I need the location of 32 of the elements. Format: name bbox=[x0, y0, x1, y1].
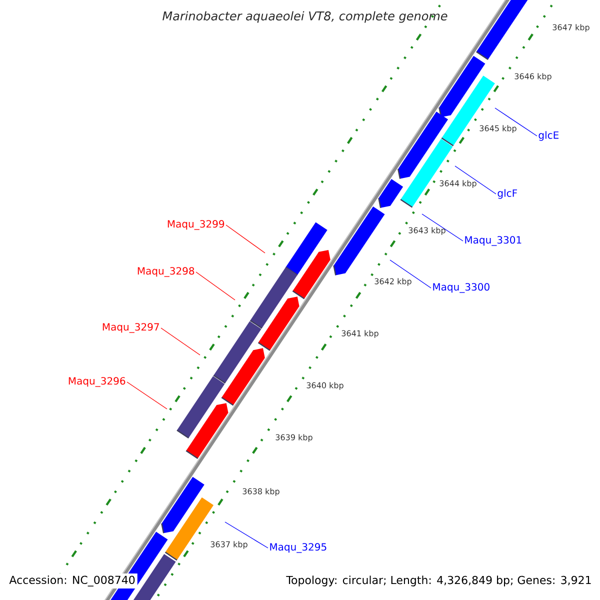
scale-label: 3641 kbp bbox=[342, 330, 378, 338]
gene-label: Maqu_3297 bbox=[102, 323, 159, 333]
gene-label: Maqu_3299 bbox=[168, 220, 224, 230]
gene-label: glcE bbox=[538, 131, 559, 141]
gene-label: Maqu_3296 bbox=[68, 377, 126, 387]
scale-label: 3647 kbp bbox=[552, 24, 590, 32]
gene-label: Maqu_3300 bbox=[433, 283, 490, 293]
scale-label: 3640 kbp bbox=[306, 382, 344, 390]
leader-line bbox=[196, 272, 236, 300]
title: Marinobacter aquaeolei VT8, complete genome bbox=[162, 11, 448, 23]
gene-label: Maqu_3301 bbox=[465, 236, 522, 246]
leader-line bbox=[454, 166, 496, 194]
leader-line bbox=[160, 328, 200, 356]
leader-line bbox=[422, 214, 464, 242]
gene-label: Maqu_3295 bbox=[270, 543, 326, 553]
scale-label: 3642 kbp bbox=[374, 278, 412, 286]
leader-line bbox=[390, 260, 432, 288]
leader-line bbox=[126, 382, 168, 410]
gene-label: Maqu_3298 bbox=[138, 267, 194, 277]
scale-label: 3646 kbp bbox=[514, 73, 552, 81]
scale-label: 3645 kbp bbox=[480, 125, 516, 133]
scale-label: 3639 kbp bbox=[276, 434, 312, 442]
leader-line bbox=[226, 224, 266, 254]
scale-label: 3638 kbp bbox=[242, 488, 280, 496]
genome-info-text: Topology: circular; Length: 4,326,849 bp; Genes: 3,921 bbox=[286, 576, 591, 586]
accession-text: Accession: NC_008740 bbox=[7, 574, 138, 588]
scale-label: 3643 kbp bbox=[408, 227, 446, 235]
scale-label: 3644 kbp bbox=[440, 180, 476, 188]
leader-line bbox=[494, 108, 538, 136]
gene-label: glcF bbox=[498, 189, 517, 199]
scale-label: 3637 kbp bbox=[210, 541, 248, 549]
leader-line bbox=[224, 522, 268, 548]
